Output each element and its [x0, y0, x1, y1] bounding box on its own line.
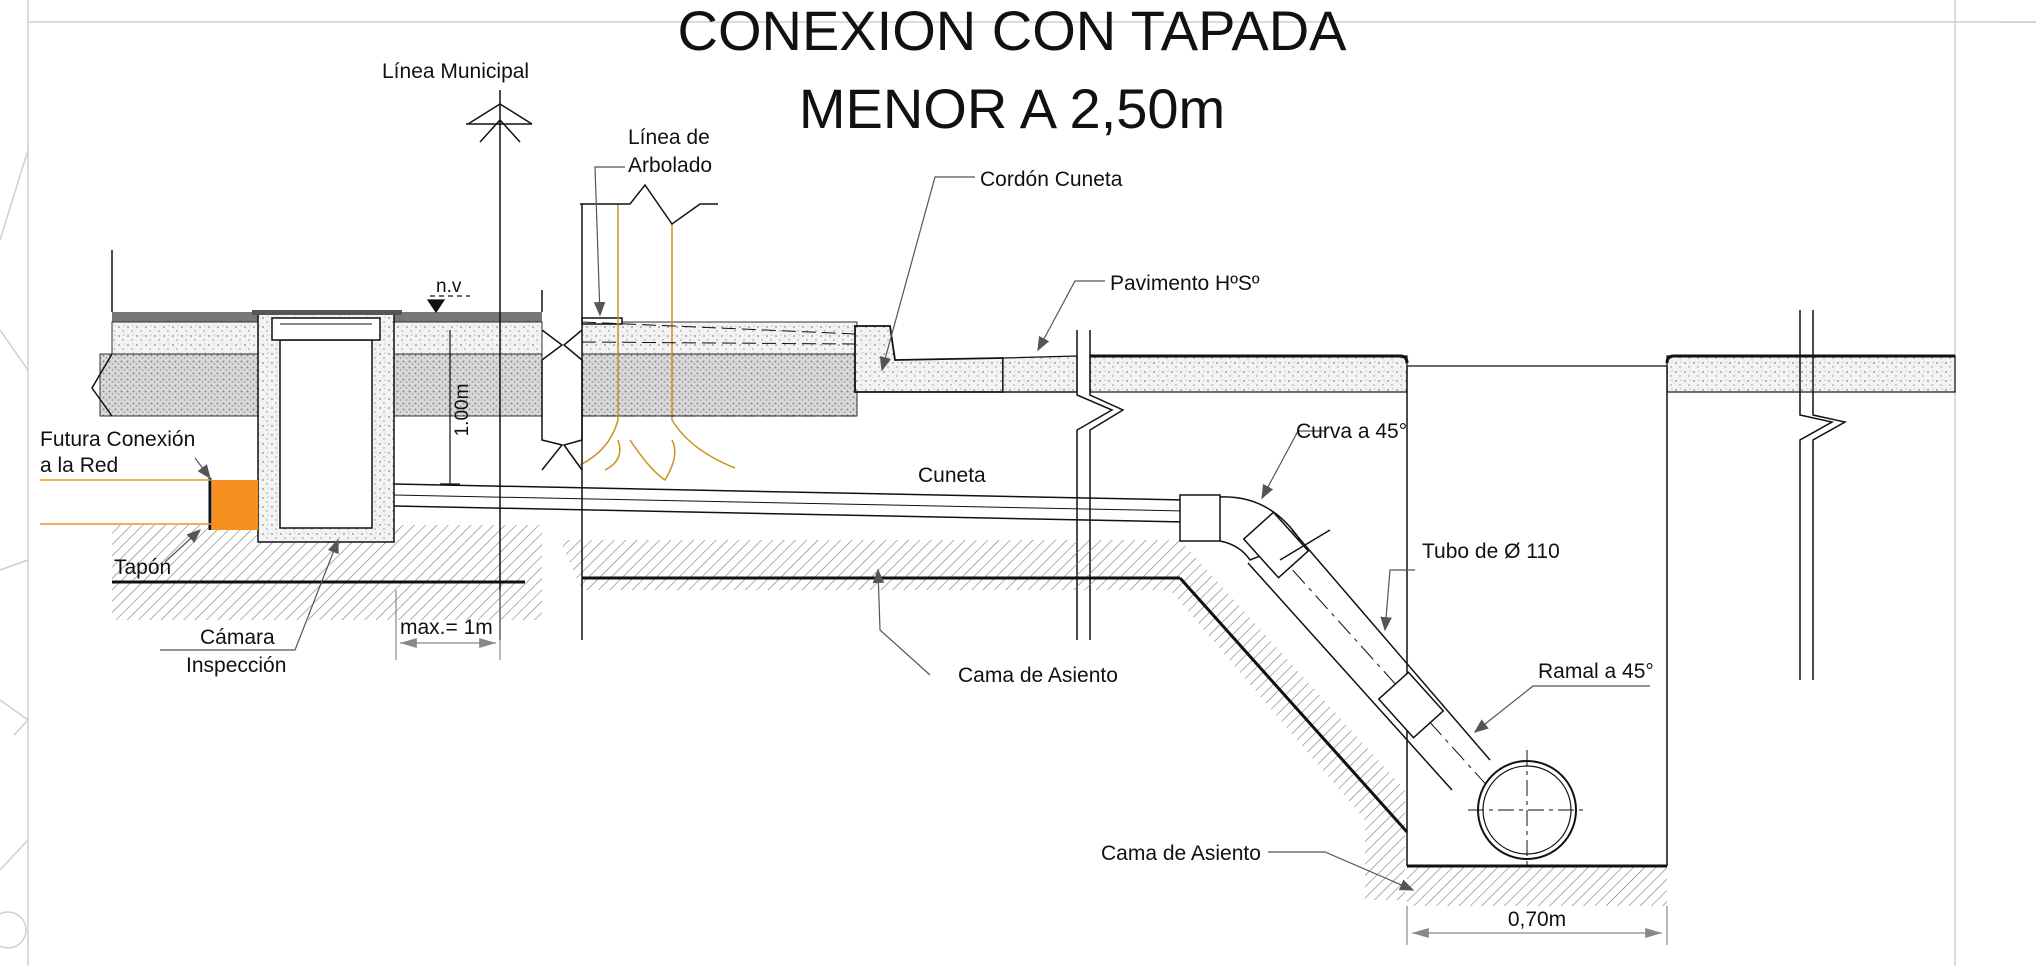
- label-tubo: Tubo de Ø 110: [1422, 540, 1560, 563]
- label-linea-municipal: Línea Municipal: [382, 60, 529, 83]
- service-pipe: [393, 483, 1501, 801]
- label-nv: n.v: [436, 276, 462, 297]
- label-linea-arbolado-2: Arbolado: [628, 154, 712, 177]
- label-cuneta: Cuneta: [918, 464, 986, 487]
- street-pavement: [1076, 310, 1956, 680]
- middle-sidewalk: [562, 317, 858, 471]
- curb-gutter: [854, 325, 1078, 393]
- label-pavimento: Pavimento HºSº: [1110, 272, 1260, 295]
- max-dimension: [395, 590, 501, 660]
- inspection-chamber: [252, 310, 402, 543]
- label-max: max.= 1m: [400, 616, 493, 639]
- label-ramal: Ramal a 45°: [1538, 660, 1654, 683]
- label-curva: Curva a 45°: [1296, 420, 1407, 443]
- label-camara-2: Inspección: [186, 654, 286, 677]
- label-futura-1: Futura Conexión: [40, 428, 195, 451]
- label-futura-2: a la Red: [40, 454, 118, 477]
- width-dimension: [1406, 906, 1668, 945]
- label-camara-1: Cámara: [200, 626, 275, 649]
- title-line1: CONEXION CON TAPADA: [678, 0, 1348, 62]
- label-cama-asiento-2: Cama de Asiento: [1101, 842, 1261, 865]
- label-cordon-cuneta: Cordón Cuneta: [980, 168, 1123, 191]
- municipal-line: [466, 90, 533, 640]
- slope-dashes: [581, 321, 856, 417]
- main-sewer-pipe: [1468, 750, 1586, 870]
- leaders: [160, 166, 1650, 891]
- label-tapon: Tapón: [114, 556, 171, 579]
- bedding: [112, 525, 1667, 906]
- tapon-plug: [40, 478, 258, 530]
- label-cama-asiento-1: Cama de Asiento: [958, 664, 1118, 687]
- title-line2: MENOR A 2,50m: [799, 77, 1225, 140]
- tree: [579, 183, 736, 640]
- label-depth: 1.00m: [452, 384, 473, 437]
- label-width: 0,70m: [1508, 908, 1566, 931]
- depth-dimension: [426, 295, 470, 485]
- label-linea-arbolado-1: Línea de: [628, 126, 710, 149]
